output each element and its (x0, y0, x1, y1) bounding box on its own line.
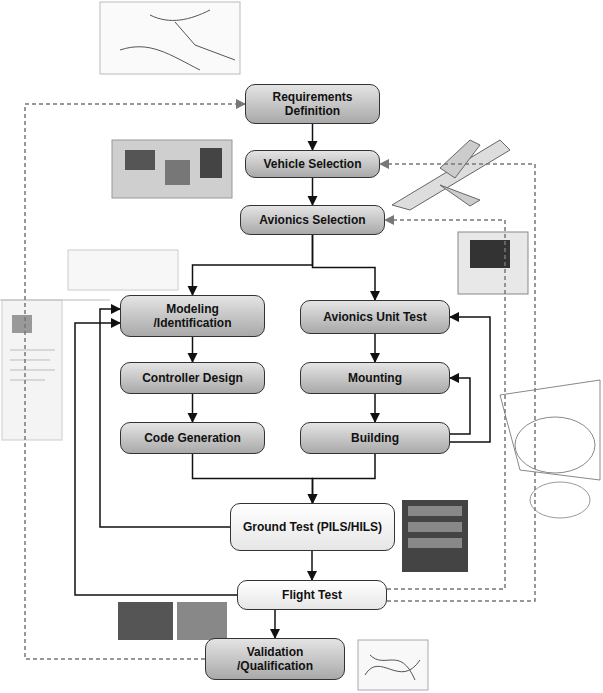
flow-arrow (313, 454, 376, 503)
avionics-picture (112, 140, 232, 198)
process-box: Controller Design (120, 362, 265, 394)
box-label: Avionics Unit Test (323, 310, 426, 324)
process-box: Building (300, 422, 450, 454)
process-box: Vehicle Selection (245, 150, 380, 178)
document-picture (0, 250, 178, 440)
process-box: Mounting (300, 362, 450, 394)
box-label: Mounting (348, 371, 402, 385)
process-box: Code Generation (120, 422, 265, 454)
flow-arrow (313, 235, 376, 300)
flow-arrow (312, 124, 314, 150)
box-label: Building (351, 431, 399, 445)
process-box: Validation /Qualification (205, 638, 345, 680)
flow-arrow (193, 235, 313, 295)
flow-arrow (374, 394, 376, 422)
computer-picture (458, 232, 528, 294)
airplane-picture (392, 140, 510, 210)
flow-arrow (100, 309, 230, 527)
process-box: Modeling /Identification (120, 295, 265, 337)
flow-arrow (374, 334, 376, 362)
box-label: Requirements Definition (254, 90, 371, 119)
process-box: Ground Test (PILS/HILS) (230, 503, 395, 551)
cad-picture (500, 380, 600, 518)
map-picture (100, 2, 240, 74)
process-box: Flight Test (237, 580, 387, 610)
box-label: Code Generation (144, 431, 241, 445)
flow-arrow (450, 378, 470, 434)
box-label: Controller Design (142, 371, 243, 385)
process-box: Avionics Unit Test (300, 300, 450, 334)
rack-picture (402, 500, 468, 572)
flow-arrow (450, 317, 490, 442)
flow-arrow (385, 220, 505, 589)
process-box: Avionics Selection (240, 205, 385, 235)
flow-arrow (274, 610, 276, 638)
flow-arrow (192, 337, 194, 362)
flow-arrow (192, 394, 194, 422)
flight-picture (118, 602, 227, 640)
box-label: Ground Test (PILS/HILS) (243, 520, 382, 534)
box-label: Validation /Qualification (214, 645, 336, 674)
flow-arrow (311, 551, 313, 580)
flow-arrow (193, 454, 313, 503)
box-label: Avionics Selection (259, 213, 365, 227)
flow-arrow (312, 178, 314, 205)
box-label: Flight Test (282, 588, 342, 602)
box-label: Vehicle Selection (263, 157, 361, 171)
process-box: Requirements Definition (245, 84, 380, 124)
box-label: Modeling /Identification (129, 302, 256, 331)
validation-picture (358, 640, 428, 690)
